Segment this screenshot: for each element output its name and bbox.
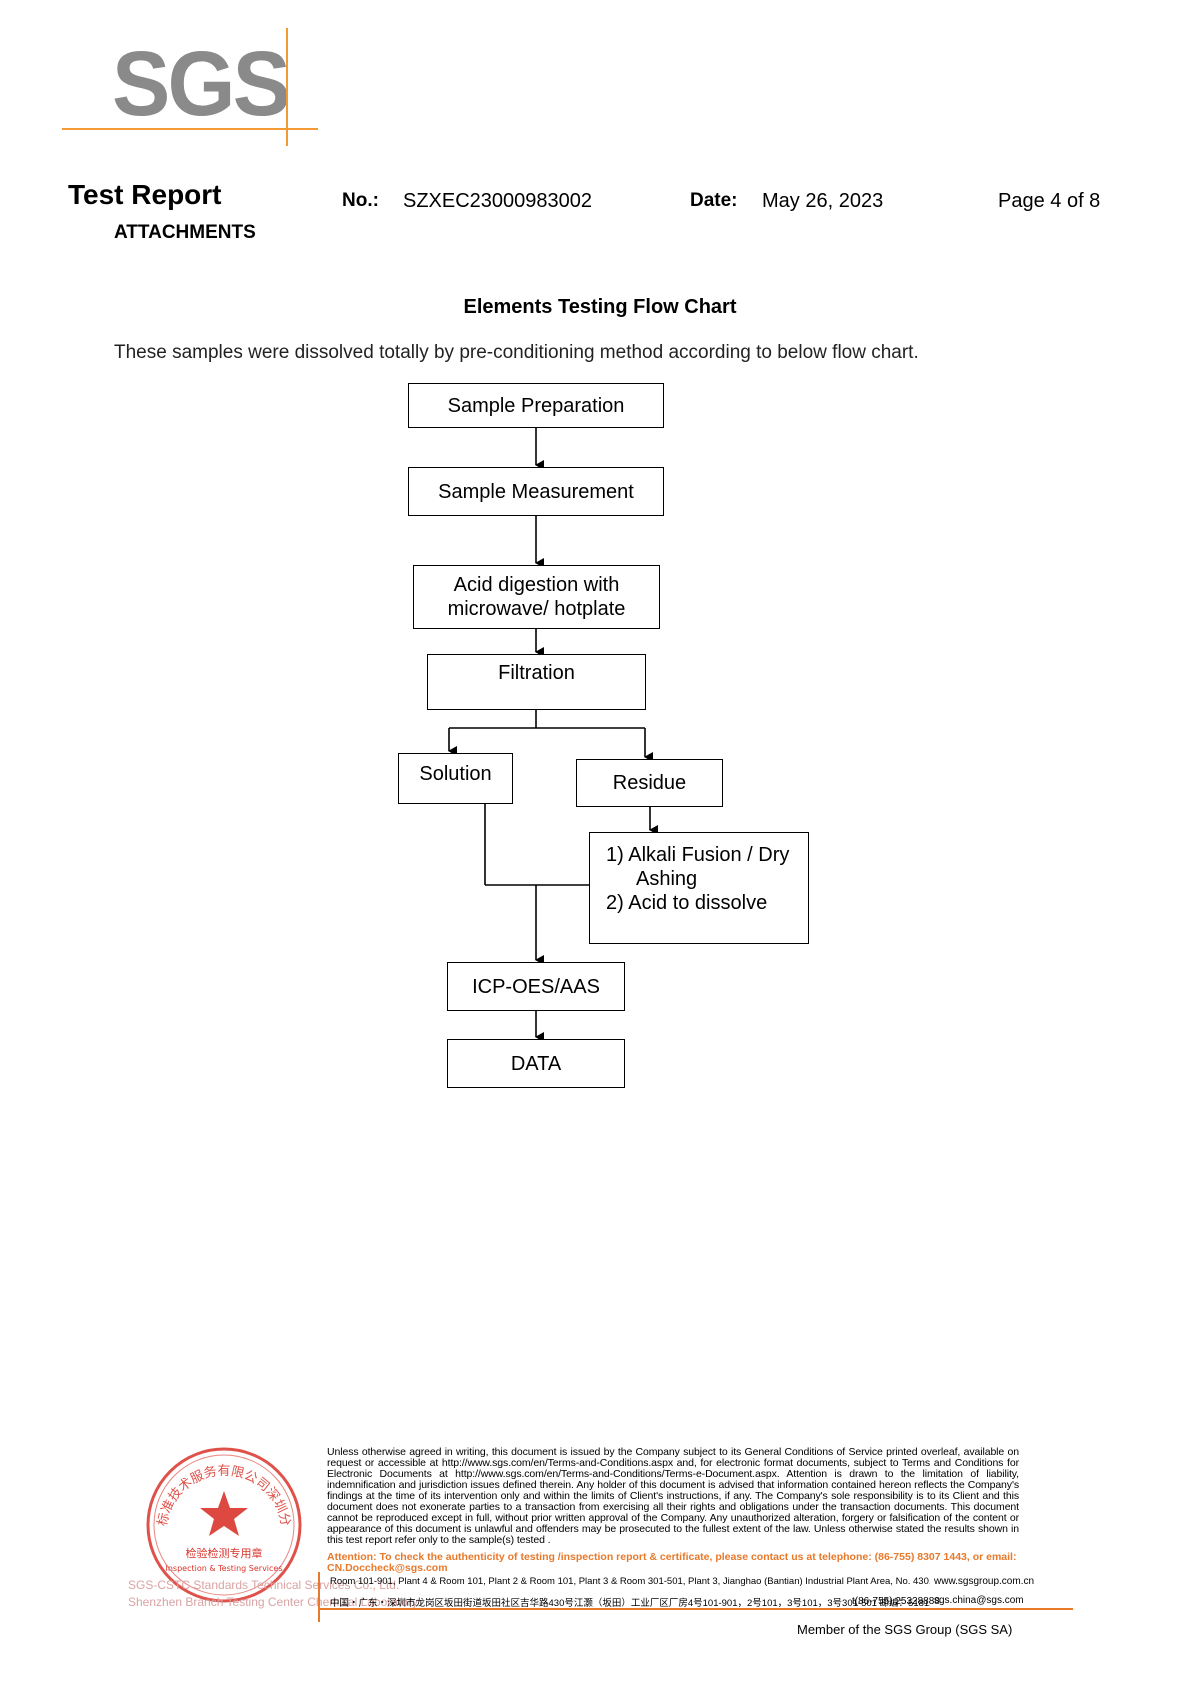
box-label: Solution <box>419 762 492 785</box>
box-icp-oes-aas: ICP-OES/AAS <box>447 962 625 1011</box>
box-solution: Solution <box>398 753 513 804</box>
box-alkali-fusion: 1) Alkali Fusion / Dry Ashing 2) Acid to… <box>589 832 809 944</box>
address-english: Room 101-901, Plant 4 & Room 101, Plant … <box>330 1576 930 1587</box>
seal-center-text: 检验检测专用章 <box>186 1546 263 1560</box>
report-date: May 26, 2023 <box>762 190 884 212</box>
sgs-logo: SGS <box>112 33 291 135</box>
report-title: Test Report <box>68 179 222 210</box>
box-acid-digestion: Acid digestion with microwave/ hotplate <box>413 565 660 629</box>
box-residue: Residue <box>576 759 723 807</box>
box-label: Residue <box>612 772 687 794</box>
intro-text: These samples were dissolved totally by … <box>114 342 919 363</box>
footer-rule <box>318 1608 1073 1610</box>
alkali-step-1: 1) Alkali Fusion / Dry <box>606 844 790 866</box>
box-filtration: Filtration <box>427 654 646 710</box>
report-number: SZXEC23000983002 <box>403 190 593 212</box>
website-link[interactable]: www.sgsgroup.com.cn <box>934 1576 1035 1587</box>
section-heading: ATTACHMENTS <box>114 222 256 243</box>
lab-name: SGS-CSTC Standards Technical Services Co… <box>128 1578 400 1592</box>
lab-branch: Shenzhen Branch Testing Center Chemical … <box>128 1595 418 1609</box>
date-label: Date: <box>690 190 738 211</box>
address-chinese: 中国・广东・深圳市龙岗区坂田街道坂田社区吉华路430号江灏（坂田）工业厂区厂房4… <box>330 1598 930 1609</box>
box-data: DATA <box>447 1039 625 1088</box>
report-number-label: No.: <box>342 190 379 211</box>
alkali-step-1-cont: Ashing <box>636 868 698 890</box>
page-number: Page 4 of 8 <box>998 190 1101 212</box>
box-label: ICP-OES/AAS <box>472 975 600 998</box>
footer-vertical-rule <box>318 1572 320 1622</box>
authenticity-notice: Attention: To check the authenticity of … <box>327 1551 1017 1574</box>
box-label: Filtration <box>498 662 575 684</box>
member-statement: Member of the SGS Group (SGS SA) <box>797 1622 1013 1637</box>
logo-vertical-rule <box>286 28 288 146</box>
alkali-steps: 1) Alkali Fusion / Dry Ashing 2) Acid to… <box>606 843 789 915</box>
email-link[interactable]: sgs.china@sgs.com <box>934 1595 1024 1606</box>
seal-en-text: Inspection & Testing Services <box>165 1564 282 1573</box>
legal-disclaimer: Unless otherwise agreed in writing, this… <box>327 1446 1019 1546</box>
box-label: Sample Measurement <box>438 480 634 503</box>
box-sample-measurement: Sample Measurement <box>408 467 664 516</box>
alkali-step-2: 2) Acid to dissolve <box>606 892 768 914</box>
box-label: Sample Preparation <box>447 394 625 417</box>
telephone: t(86-755) 25328888 <box>852 1596 940 1607</box>
flow-chart-title: Elements Testing Flow Chart <box>463 296 737 318</box>
box-label: Acid digestion with microwave/ hotplate <box>447 574 626 620</box>
company-seal-stamp: 通标标准技术服务有限公司深圳分公司 检验检测专用章 Inspection & T… <box>144 1445 302 1603</box>
box-sample-preparation: Sample Preparation <box>408 383 664 428</box>
logo-horizontal-rule <box>62 128 318 130</box>
box-label: DATA <box>510 1052 562 1075</box>
